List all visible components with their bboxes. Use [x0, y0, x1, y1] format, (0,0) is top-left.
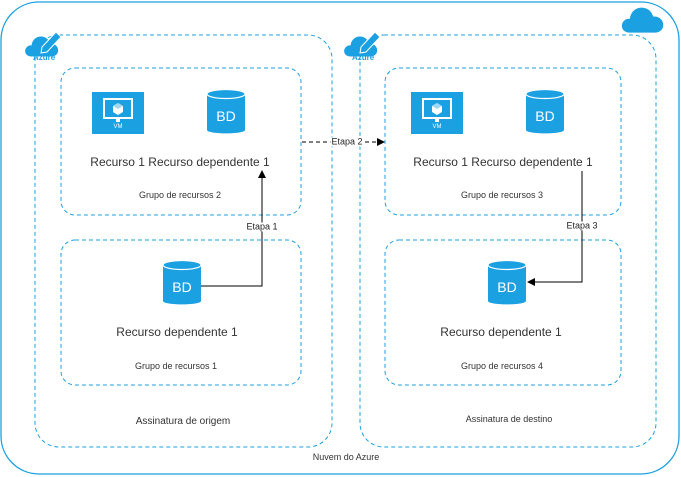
source-subscription-box — [34, 34, 333, 448]
vm-icon-tag: VM — [433, 124, 442, 130]
azure-badge-target: Azure — [344, 31, 381, 62]
vm-icon-tag: VM — [114, 124, 123, 130]
cloud-label: Nuvem do Azure — [312, 452, 380, 462]
resource-group-label: Grupo de recursos 3 — [460, 190, 544, 200]
cloud-icon — [621, 7, 664, 33]
resource-group-label: Grupo de recursos 4 — [460, 361, 544, 371]
resource-group-label: Grupo de recursos 2 — [138, 190, 222, 200]
subscription-label: Assinatura de origem — [135, 416, 231, 427]
resource-group-label: Grupo de recursos 1 — [134, 361, 218, 371]
database-icon: BD — [162, 259, 202, 305]
resources-label: Recurso 1 Recurso dependente 1 — [413, 155, 593, 169]
database-icon: BD — [487, 259, 527, 305]
step-1-arrow — [201, 170, 266, 287]
database-icon-tag: BD — [535, 108, 554, 124]
step-2-label: Etapa 2 — [330, 136, 364, 147]
database-icon-tag: BD — [497, 279, 516, 295]
resource-label: Recurso dependente 1 — [440, 325, 562, 339]
azure-badge-source: Azure — [25, 31, 62, 62]
resource-group-1-box — [60, 239, 302, 386]
azure-badge-label: Azure — [33, 53, 56, 62]
resource-group-2-box — [60, 67, 302, 216]
resources-label: Recurso 1 Recurso dependente 1 — [90, 155, 270, 169]
database-icon-tag: BD — [172, 279, 191, 295]
database-icon: BD — [206, 88, 246, 134]
step-3-arrow — [527, 171, 583, 286]
resource-group-3-box — [384, 67, 622, 216]
vm-icon: VM — [92, 92, 144, 134]
pencil-icon — [359, 31, 381, 54]
resource-label: Recurso dependente 1 — [116, 325, 238, 339]
database-icon: BD — [525, 88, 565, 134]
pencil-icon — [40, 31, 62, 54]
step-1-label: Etapa 1 — [245, 221, 279, 232]
vm-icon: VM — [411, 92, 463, 134]
resource-group-4-box — [384, 239, 622, 386]
subscription-label: Assinatura de destino — [465, 414, 553, 424]
step-3-label: Etapa 3 — [565, 220, 599, 231]
database-icon-tag: BD — [216, 108, 235, 124]
azure-badge-label: Azure — [352, 53, 375, 62]
